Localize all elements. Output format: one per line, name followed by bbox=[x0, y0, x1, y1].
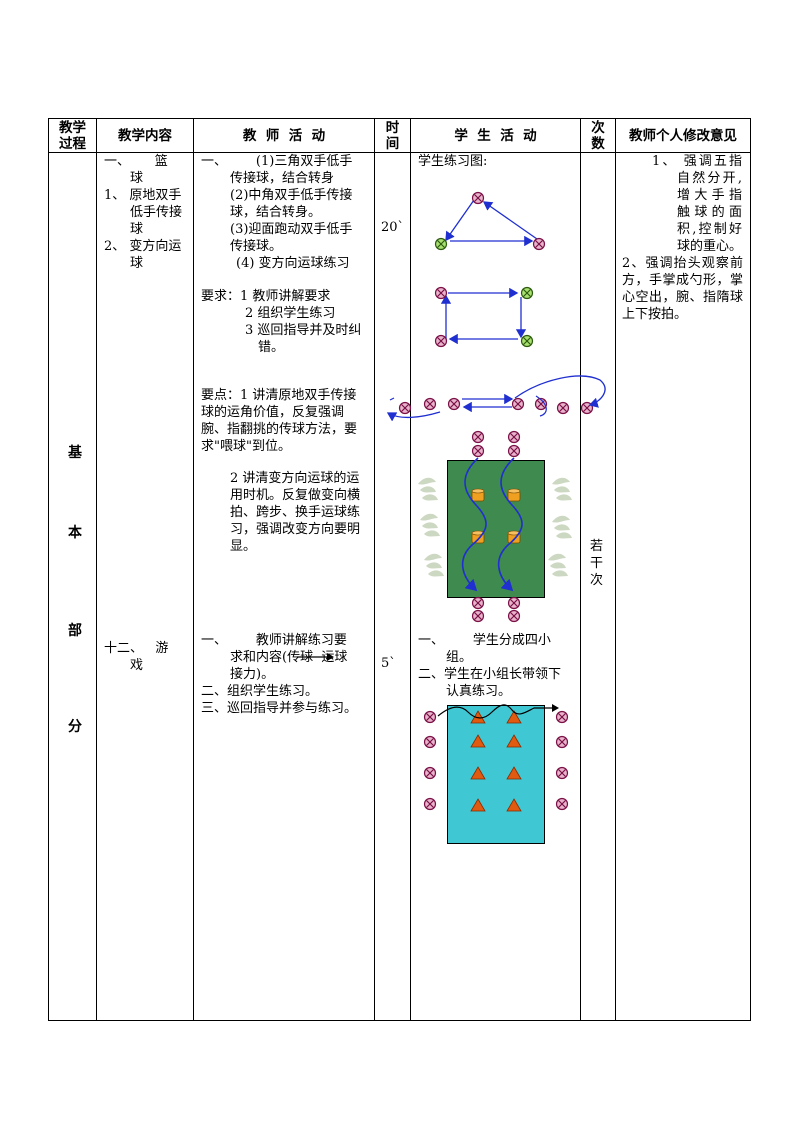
note-line: 心空出，腕、指隋球 bbox=[622, 290, 743, 305]
note-line: 增大手指 bbox=[677, 188, 742, 203]
teacher-line: 二、组织学生练习。 bbox=[201, 684, 319, 699]
note-line: 1、 强调五指 bbox=[652, 154, 742, 169]
teacher-line: 求"喂球"到位。 bbox=[201, 439, 291, 454]
teacher-line: 传接球。 bbox=[230, 239, 283, 254]
teacher-line: 三、巡回指导并参与练习。 bbox=[201, 701, 358, 716]
teacher-line: 显。 bbox=[230, 539, 257, 554]
teacher-line: 腕、指翻挑的传球方法，要 bbox=[201, 422, 358, 437]
header-student: 学 生 活 动 bbox=[454, 128, 537, 144]
note-line: 自然分开, bbox=[677, 171, 742, 186]
count-char: 次 bbox=[590, 573, 604, 588]
teacher-line: (3)迎面跑动双手低手 bbox=[230, 222, 353, 237]
teacher-line: 要求：1 教师讲解要求 bbox=[201, 289, 331, 304]
student-line: 一、 学生分成四小 bbox=[418, 633, 551, 648]
content-line: 球 bbox=[130, 171, 144, 186]
header-teacher: 教 师 活 动 bbox=[242, 128, 326, 144]
teacher-line: (2)中角双手低手传接 bbox=[230, 188, 353, 203]
student-line: 组。 bbox=[446, 650, 473, 665]
content-line: 低手传接 bbox=[130, 205, 183, 220]
header-process: 教学 过程 bbox=[59, 120, 86, 152]
time-value: 20` bbox=[381, 220, 405, 235]
header-count: 次 数 bbox=[591, 120, 605, 152]
note-line: 触球的面 bbox=[677, 205, 742, 220]
content-line: 十二、 游 bbox=[104, 641, 169, 656]
square-drill bbox=[434, 286, 534, 348]
teacher-line: 习，强调改变方向要明 bbox=[230, 522, 361, 537]
content-line: 一、 篮 bbox=[104, 154, 168, 169]
student-line: 学生练习图: bbox=[418, 154, 488, 169]
section-char: 本 bbox=[68, 525, 82, 541]
header-notes: 教师个人修改意见 bbox=[629, 128, 737, 144]
dribble-court bbox=[418, 430, 572, 623]
note-line: 方，手掌成勺形，掌 bbox=[622, 273, 743, 288]
content-line: 戏 bbox=[130, 658, 144, 673]
note-line: 球的重心。 bbox=[677, 239, 743, 254]
content-line: 2、 变方向运 bbox=[104, 239, 182, 254]
student-line: 二、学生在小组长带领下 bbox=[418, 667, 562, 682]
teacher-line: 传接球，结合转身 bbox=[230, 171, 335, 186]
teacher-line: (4) 变方向运球练习 bbox=[236, 256, 350, 271]
count-char: 若 bbox=[590, 539, 604, 554]
student-line: 认真练习。 bbox=[446, 684, 512, 699]
count-char: 干 bbox=[590, 556, 604, 571]
teacher-line: 3 巡回指导并及时纠 bbox=[245, 323, 362, 338]
note-line: 积,控制好 bbox=[677, 222, 742, 237]
section-char: 部 bbox=[68, 623, 82, 639]
content-line: 球 bbox=[130, 222, 144, 237]
teacher-line: 拍、跨步、换手运球练 bbox=[230, 505, 361, 520]
teacher-line: 用时机。反复做变向横 bbox=[230, 488, 361, 503]
section-char: 分 bbox=[68, 719, 82, 735]
note-line: 上下按拍。 bbox=[622, 307, 688, 322]
teacher-line: 2 组织学生练习 bbox=[245, 306, 336, 321]
teacher-line: 球，结合转身。 bbox=[230, 205, 322, 220]
teacher-line: 球的运角价值，反复强调 bbox=[201, 405, 345, 420]
teacher-line: 错。 bbox=[258, 340, 285, 355]
facing-drill bbox=[386, 375, 606, 422]
teacher-line: 2 讲清变方向运球的运 bbox=[230, 471, 360, 486]
content-line: 1、 原地双手 bbox=[104, 188, 182, 203]
section-char: 基 bbox=[68, 445, 82, 461]
triangle-drill bbox=[434, 191, 546, 251]
relay-court bbox=[423, 704, 569, 844]
content-line: 球 bbox=[130, 256, 144, 271]
header-content: 教学内容 bbox=[118, 128, 172, 144]
header-time: 时 间 bbox=[385, 120, 400, 152]
relay-arrow-icon bbox=[297, 653, 334, 661]
teacher-line: 一、 (1)三角双手低手 bbox=[201, 154, 353, 169]
note-line: 2、强调抬头观察前 bbox=[622, 256, 743, 271]
teacher-line: 接力)。 bbox=[230, 667, 275, 682]
time-value: 5` bbox=[381, 656, 396, 671]
teacher-line: 一、 教师讲解练习要 bbox=[201, 633, 347, 648]
teacher-line: 要点：1 讲清原地双手传接 bbox=[201, 388, 357, 403]
